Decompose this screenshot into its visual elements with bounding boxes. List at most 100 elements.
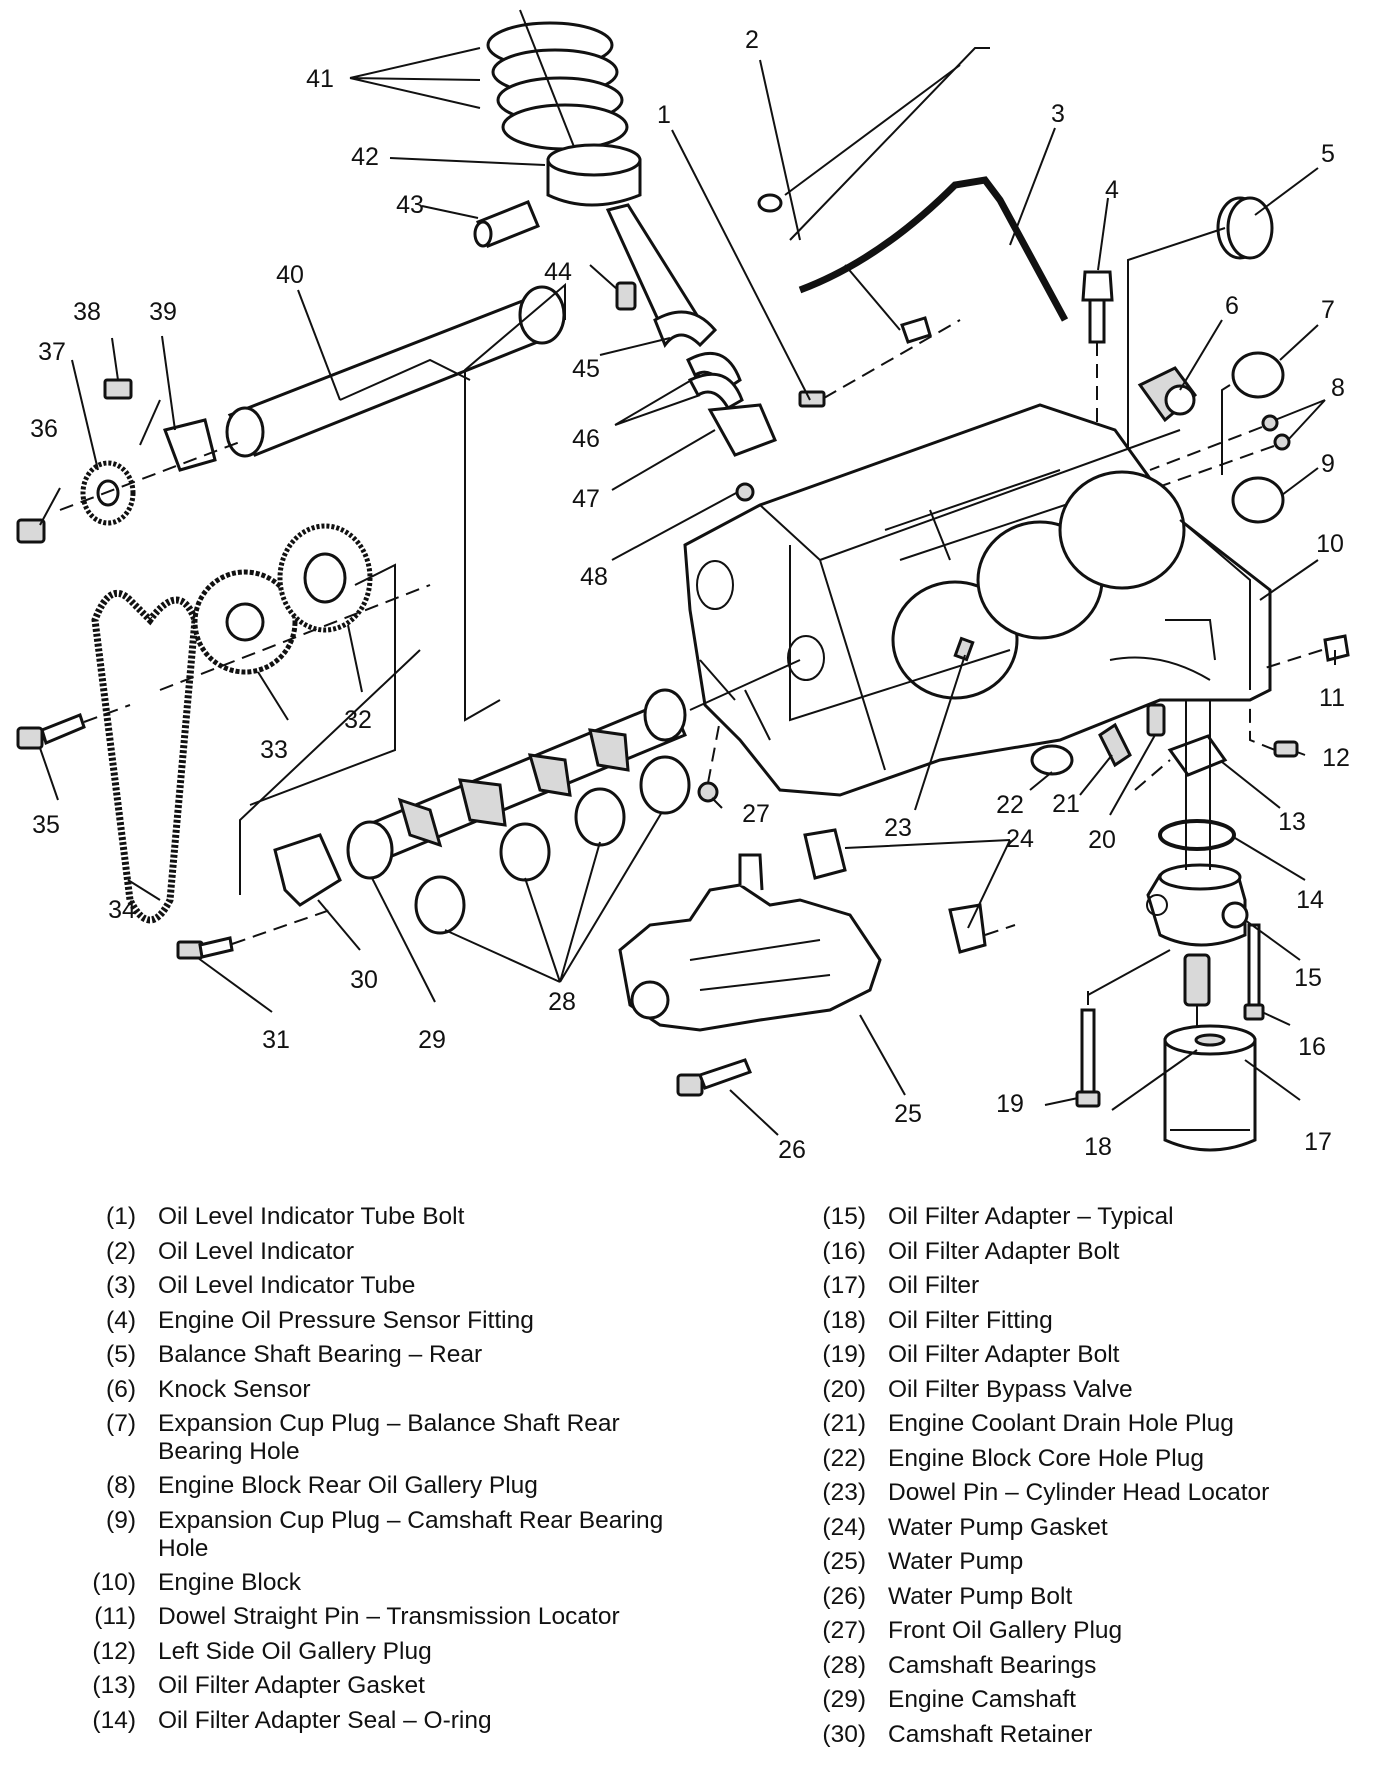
callout-9: 9 <box>1321 450 1335 478</box>
legend-row: (7)Expansion Cup Plug – Balance Shaft Re… <box>106 1410 620 1465</box>
retainer-bracket-small <box>139 399 161 446</box>
adapter-o-ring <box>1158 819 1236 851</box>
callout-27: 27 <box>742 800 770 828</box>
connecting-rod <box>605 203 718 349</box>
callout-42: 42 <box>351 143 379 171</box>
piston-pin <box>473 200 540 248</box>
parts-legend: (1)Oil Level Indicator Tube Bolt (2)Oil … <box>0 1200 1376 1760</box>
callout-23: 23 <box>884 814 912 842</box>
legend-row: (23)Dowel Pin – Cylinder Head Locator <box>822 1479 1270 1506</box>
legend-row: (19)Oil Filter Adapter Bolt <box>822 1341 1120 1368</box>
adapter-reference <box>1134 759 1171 791</box>
legend-row: (11)Dowel Straight Pin – Transmission Lo… <box>94 1603 620 1630</box>
callout-13: 13 <box>1278 808 1306 836</box>
balance-shaft-gear <box>80 460 136 526</box>
callout-25: 25 <box>894 1100 922 1128</box>
legend-row: (15)Oil Filter Adapter – Typical <box>822 1203 1174 1230</box>
callout-33: 33 <box>260 736 288 764</box>
callout-32: 32 <box>344 706 372 734</box>
timing-chain <box>91 589 199 924</box>
camshaft-bearings <box>414 755 691 935</box>
callout-4: 4 <box>1105 176 1119 204</box>
callout-21: 21 <box>1052 790 1080 818</box>
legend-row: (5)Balance Shaft Bearing – Rear <box>106 1341 483 1368</box>
legend-row: (13)Oil Filter Adapter Gasket <box>92 1672 425 1699</box>
legend-row: (6)Knock Sensor <box>106 1375 311 1403</box>
balance-shaft-axis <box>59 439 246 511</box>
legend-row: (1)Oil Level Indicator Tube Bolt <box>106 1203 465 1230</box>
camshaft-retainer <box>273 833 342 907</box>
callout-41: 41 <box>306 65 334 93</box>
callout-1: 1 <box>657 101 671 129</box>
leader-lines <box>39 47 1336 1136</box>
legend-column-left: (1)Oil Level Indicator Tube Bolt (2)Oil … <box>60 1200 700 1738</box>
water-pump-gasket-upper <box>803 828 847 880</box>
sprocket-bolt <box>16 704 131 750</box>
legend-row: (25)Water Pump <box>822 1548 1024 1575</box>
callout-labels: 1 2 3 4 5 6 7 8 9 10 11 12 13 14 15 16 1… <box>30 26 1350 1164</box>
legend-row: (20)Oil Filter Bypass Valve <box>822 1375 1133 1403</box>
callout-7: 7 <box>1321 296 1335 324</box>
callout-29: 29 <box>418 1026 446 1054</box>
callout-31: 31 <box>262 1026 290 1054</box>
sprocket-bracket <box>249 563 396 806</box>
block-reference-bracket <box>789 545 1011 722</box>
oil-level-indicator <box>757 64 961 213</box>
balance-shaft-retainer <box>163 418 217 472</box>
callout-11: 11 <box>1319 684 1345 712</box>
legend-row: (4)Engine Oil Pressure Sensor Fitting <box>106 1306 534 1334</box>
legend-row: (16)Oil Filter Adapter Bolt <box>822 1237 1120 1265</box>
balance-shaft-bracket <box>464 282 566 722</box>
knock-sensor <box>1137 366 1198 423</box>
callout-43: 43 <box>396 191 424 219</box>
legend-row: (27)Front Oil Gallery Plug <box>822 1617 1123 1644</box>
legend-row: (10)Engine Block <box>92 1568 302 1596</box>
callout-16: 16 <box>1298 1033 1326 1061</box>
exploded-engine-diagram: 1 2 3 4 5 6 7 8 9 10 11 12 13 14 15 16 1… <box>16 9 1350 1164</box>
legend-row: (28)Camshaft Bearings <box>822 1651 1097 1679</box>
legend-row: (18)Oil Filter Fitting <box>822 1306 1053 1334</box>
left-oil-gallery-plug <box>1249 700 1299 758</box>
callout-3: 3 <box>1051 100 1065 128</box>
legend-row: (30)Camshaft Retainer <box>822 1720 1093 1748</box>
dipstick-bracket <box>789 47 990 241</box>
core-hole-plug <box>1030 744 1074 776</box>
callout-34: 34 <box>108 896 136 924</box>
callout-24: 24 <box>1006 825 1034 853</box>
rod-nut <box>735 482 755 502</box>
water-pump <box>618 853 882 1032</box>
oil-filter-fitting <box>1183 953 1211 1050</box>
callout-8: 8 <box>1331 374 1345 402</box>
callout-35: 35 <box>32 811 60 839</box>
callout-46: 46 <box>572 425 600 453</box>
adapter-bolt-left <box>1075 949 1171 1108</box>
front-oil-gallery-plug <box>697 719 721 803</box>
callout-20: 20 <box>1088 826 1116 854</box>
callout-37: 37 <box>38 338 66 366</box>
expansion-cup-plug-lower <box>1231 476 1285 524</box>
callout-38: 38 <box>73 298 101 326</box>
callout-48: 48 <box>580 563 608 591</box>
rod-bolt <box>615 281 637 311</box>
oil-level-indicator-tube <box>798 176 1069 344</box>
legend-row: (8)Engine Block Rear Oil Gallery Plug <box>106 1472 538 1499</box>
legend-row: (29)Engine Camshaft <box>822 1686 1076 1713</box>
water-pump-bolt <box>676 1058 752 1097</box>
expansion-cup-plug-upper <box>1231 351 1285 399</box>
callout-39: 39 <box>149 298 177 326</box>
piston <box>546 143 642 207</box>
balance-shaft-bearing-rear <box>1127 196 1274 460</box>
oil-pressure-fitting <box>1081 270 1114 450</box>
balance-shaft-gear-bolt <box>16 518 46 544</box>
legend-row: (22)Engine Block Core Hole Plug <box>822 1444 1204 1472</box>
bypass-valve <box>1146 703 1166 737</box>
callout-5: 5 <box>1321 140 1335 168</box>
callout-26: 26 <box>778 1136 806 1164</box>
coolant-drain-plug <box>1098 722 1132 768</box>
callout-15: 15 <box>1294 964 1322 992</box>
legend-row: (26)Water Pump Bolt <box>822 1582 1073 1610</box>
legend-row: (3)Oil Level Indicator Tube <box>106 1272 416 1299</box>
callout-10: 10 <box>1316 530 1344 558</box>
rear-oil-gallery-plugs <box>1149 414 1291 491</box>
dowel-pin-transmission <box>1264 634 1350 669</box>
